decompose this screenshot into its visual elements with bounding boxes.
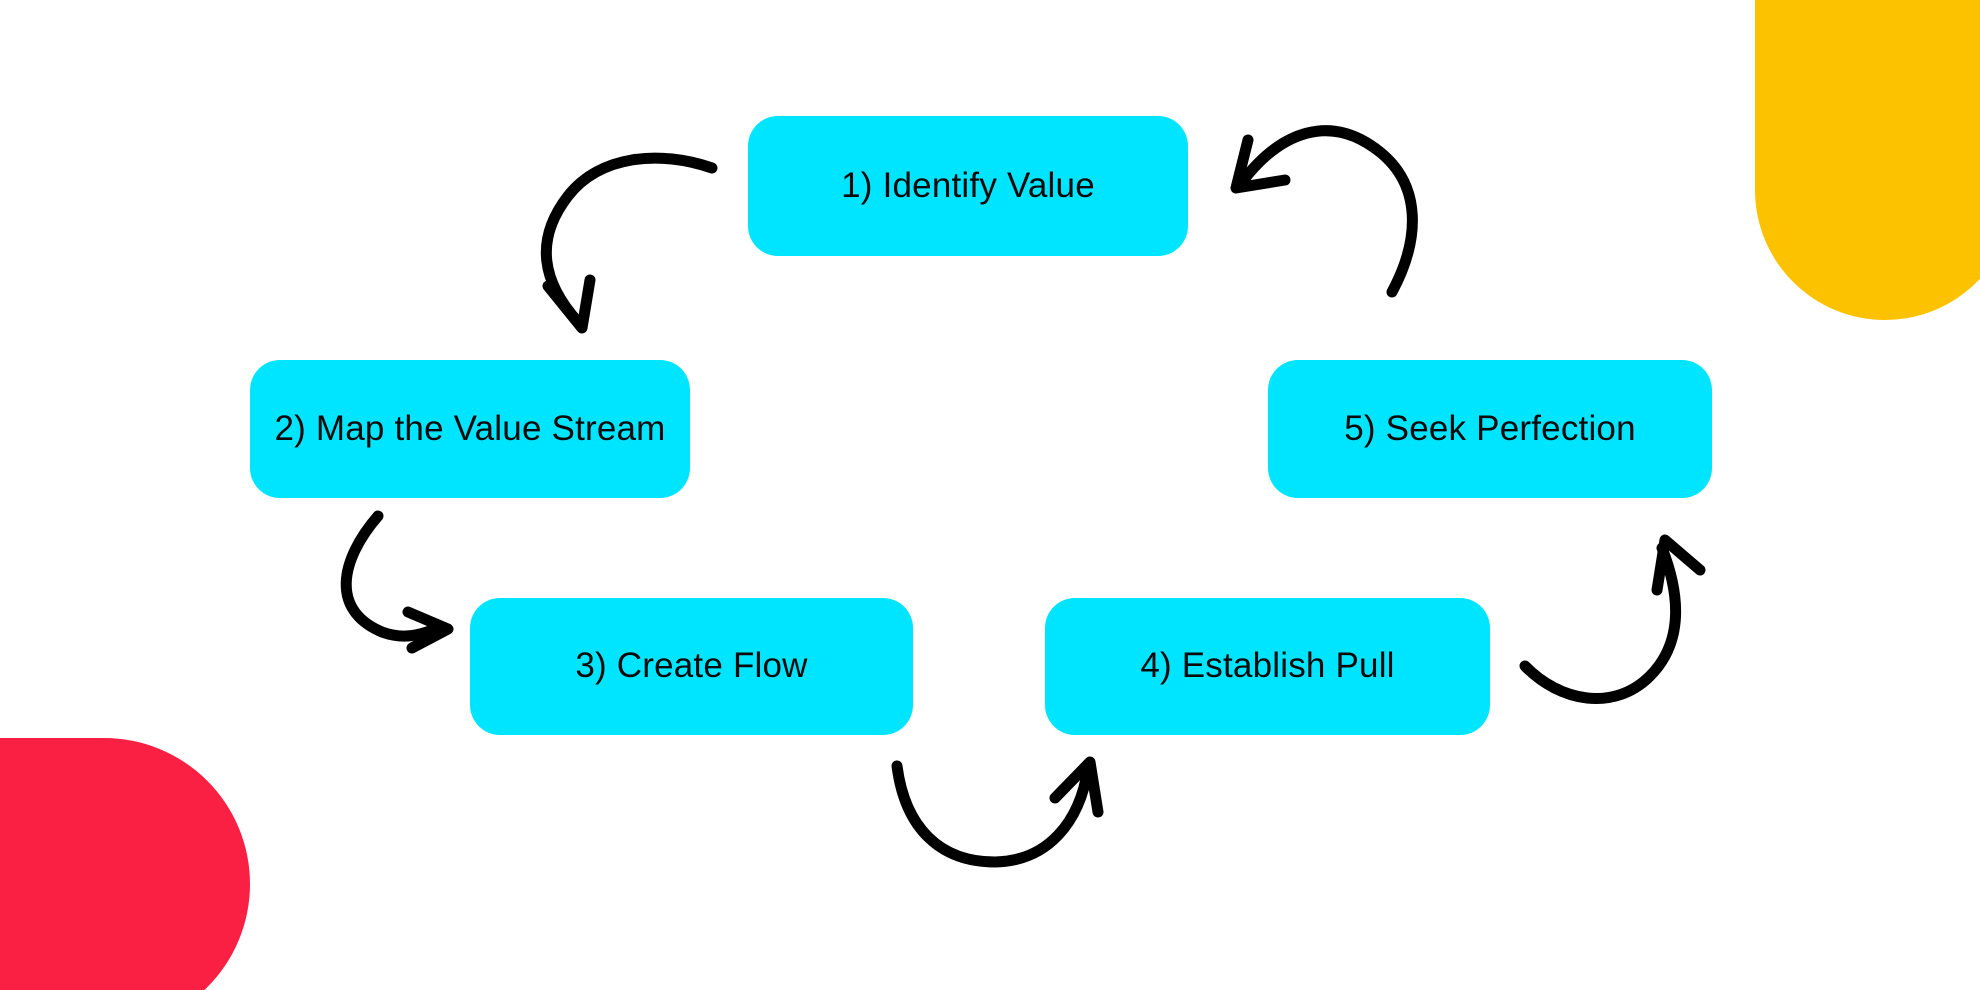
process-node-label: 5) Seek Perfection [1344, 408, 1636, 448]
red-capsule-decoration [0, 738, 250, 990]
process-node-label: 1) Identify Value [841, 165, 1095, 205]
process-node-identify-value[interactable]: 1) Identify Value [748, 116, 1188, 256]
arrow-3-to-4-icon [891, 756, 1104, 868]
process-node-create-flow[interactable]: 3) Create Flow [470, 598, 913, 735]
process-node-seek-perfection[interactable]: 5) Seek Perfection [1268, 360, 1712, 498]
arrow-4-to-5-icon [1519, 534, 1706, 704]
arrow-2-to-3-icon [340, 510, 454, 654]
arrow-1-to-2-icon [540, 152, 718, 334]
arrow-5-to-1-icon [1230, 125, 1418, 298]
process-node-label: 3) Create Flow [575, 646, 808, 686]
yellow-capsule-decoration [1755, 0, 1980, 320]
process-node-label: 4) Establish Pull [1140, 646, 1395, 686]
process-node-establish-pull[interactable]: 4) Establish Pull [1045, 598, 1490, 735]
process-node-map-the-value-stream[interactable]: 2) Map the Value Stream [250, 360, 690, 498]
process-node-label: 2) Map the Value Stream [274, 408, 666, 448]
